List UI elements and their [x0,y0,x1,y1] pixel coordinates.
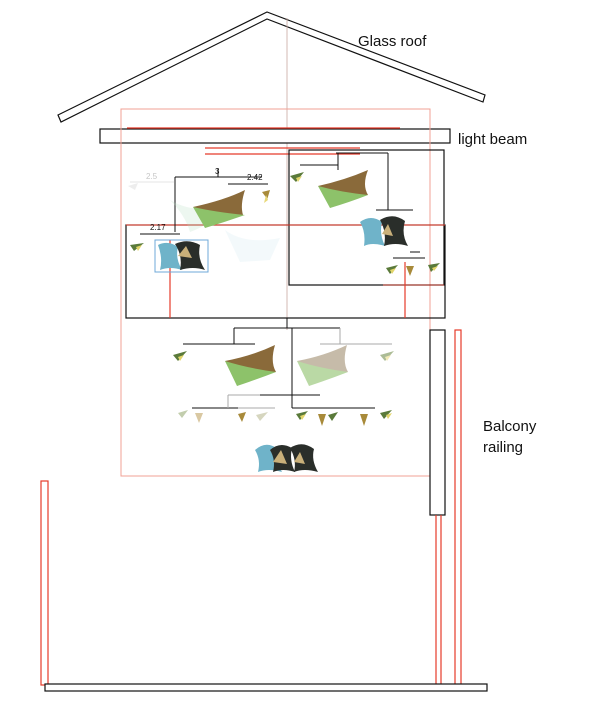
lower-mobile [183,318,375,409]
bird-left-1 [130,243,144,251]
upper-right-frame [288,149,445,286]
sail-lower-left [225,345,276,386]
balcony-label-line2: railing [483,439,523,456]
dimension-label-2: 2.42 [247,173,263,182]
sail-hood-right [360,216,408,246]
dimension-label-1: 3 [215,167,220,176]
sail-upper-left [193,190,245,228]
bird-upper-1 [262,190,270,203]
glass-roof-label: Glass roof [358,33,427,50]
red-posts [40,329,462,686]
bird-upper-right [290,172,304,182]
bird-lower-left [173,351,187,361]
installation-outline [120,108,431,477]
dimension-label-4: 2.5 [146,172,158,181]
sail-lower-right [297,345,348,386]
dimension-label-3: 2.17 [150,223,166,232]
balcony-railing-post [429,329,446,516]
birds-lower-row [178,410,392,426]
upper-mobile-left [140,168,268,235]
glass-roof [57,11,486,123]
sail-hood-lower [255,444,318,472]
birds-right-cluster [386,263,440,276]
highlight-box [154,239,209,273]
floor [44,683,488,692]
balcony-label-line1: Balcony [483,418,537,435]
light-beam-label: light beam [458,131,527,148]
bird-lower-right [380,351,394,361]
sail-hood-left [158,241,205,270]
beam-attachment-bars [205,147,360,155]
upper-mobile-right [300,152,425,259]
light-beam [99,128,451,144]
lower-mobile-faded [227,328,392,409]
sail-upper-right [318,170,368,208]
